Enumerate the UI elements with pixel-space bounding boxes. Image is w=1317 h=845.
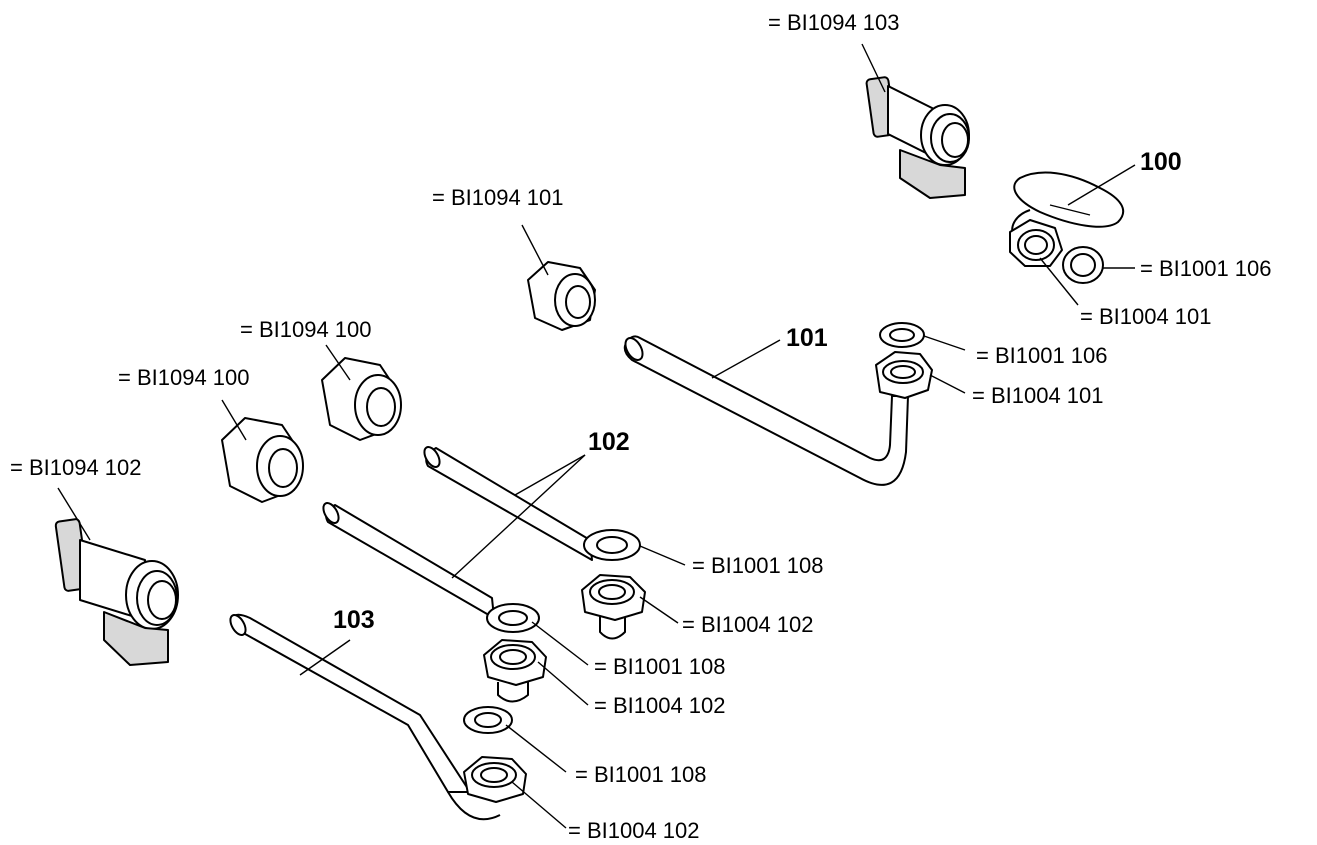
tube-103 bbox=[229, 613, 501, 821]
hex-nut-bi1094-100-upper bbox=[321, 357, 402, 441]
hex-nut-bi1094-100-lower bbox=[221, 417, 304, 503]
callout-bi1001-108-b: = BI1001 108 bbox=[594, 654, 726, 679]
callout-bi1001-108-c: = BI1001 108 bbox=[575, 762, 707, 787]
callout-bi1094-102: = BI1094 102 bbox=[10, 455, 142, 480]
item-number-102: 102 bbox=[588, 428, 630, 456]
callout-bi1004-101-top: = BI1004 101 bbox=[1080, 304, 1212, 329]
callout-bi1094-103: = BI1094 103 bbox=[768, 10, 900, 35]
tube-102-lower bbox=[322, 502, 529, 703]
callout-bi1094-101: = BI1094 101 bbox=[432, 185, 564, 210]
item-number-103: 103 bbox=[333, 606, 375, 634]
callout-bi1001-106-mid: = BI1001 106 bbox=[976, 343, 1108, 368]
callout-bi1001-106-top: = BI1001 106 bbox=[1140, 256, 1272, 281]
washer-bi1001-106-top bbox=[1062, 246, 1104, 284]
washer-bi1001-108-a bbox=[583, 529, 641, 561]
item-number-101: 101 bbox=[786, 324, 828, 352]
washer-bi1001-106-mid bbox=[879, 322, 925, 348]
washer-bi1001-108-c bbox=[463, 706, 513, 734]
callout-bi1004-102-a: = BI1004 102 bbox=[682, 612, 814, 637]
tube-101 bbox=[623, 335, 909, 486]
callout-bi1001-108-a: = BI1001 108 bbox=[692, 553, 824, 578]
nut-bi1004-101-mid bbox=[875, 351, 933, 399]
callout-bi1004-102-c: = BI1004 102 bbox=[568, 818, 700, 843]
leader-lines bbox=[57, 43, 1136, 829]
elbow-fitting-top bbox=[865, 76, 970, 199]
washer-bi1001-108-b bbox=[486, 603, 540, 633]
callout-bi1094-100-upper: = BI1094 100 bbox=[240, 317, 372, 342]
callout-bi1004-101-mid: = BI1004 101 bbox=[972, 383, 1104, 408]
nut-bi1004-102-a bbox=[581, 574, 646, 621]
nut-bi1004-102-c bbox=[463, 756, 527, 803]
callout-bi1004-102-b: = BI1004 102 bbox=[594, 693, 726, 718]
elbow-fitting-left bbox=[54, 518, 179, 666]
nut-bi1004-102-b bbox=[483, 639, 547, 686]
callout-bi1094-100-lower: = BI1094 100 bbox=[118, 365, 250, 390]
hex-nut-bi1094-101 bbox=[527, 261, 596, 331]
nut-bi1004-101-top bbox=[1009, 219, 1063, 267]
item-number-100: 100 bbox=[1140, 148, 1182, 176]
